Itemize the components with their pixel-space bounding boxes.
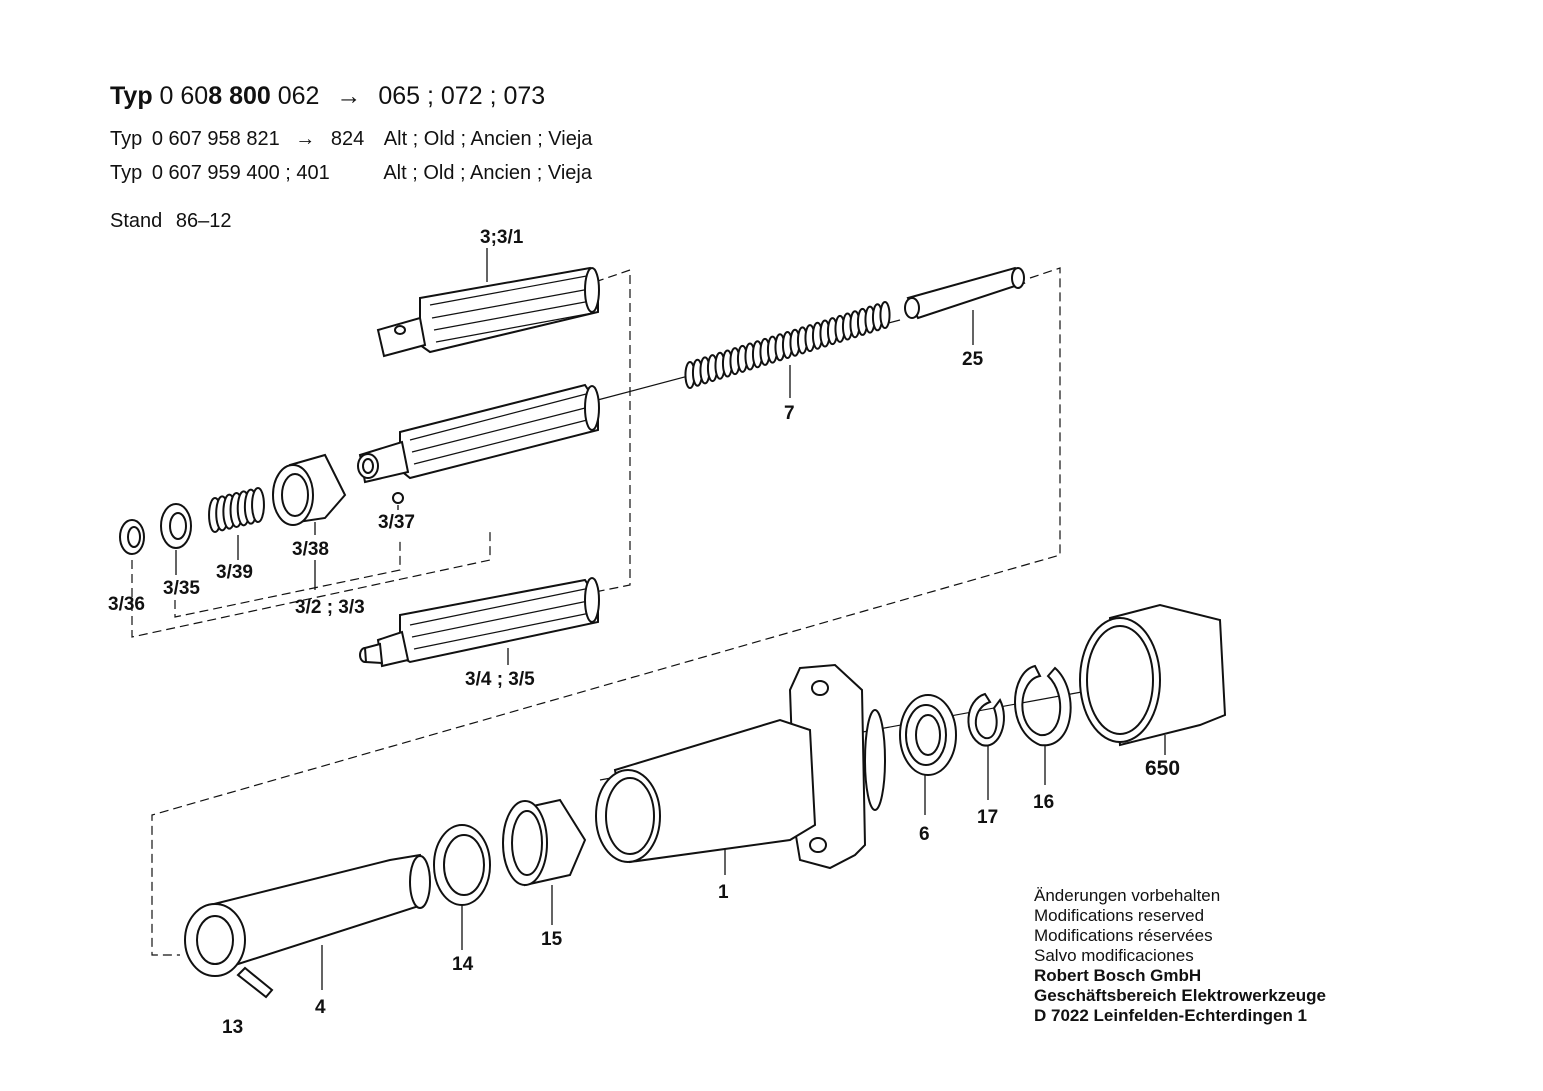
part-labels: 3;3/1 25 7 3/37 3/38 3/39 3/35 3/36 3/2 …	[108, 227, 1180, 1038]
notes-line-es: Salvo modificaciones	[1034, 946, 1194, 965]
spring-coil	[879, 301, 891, 329]
old1-note: Alt ; Old ; Ancien ; Vieja	[383, 128, 593, 150]
notes-line-en: Modifications reserved	[1034, 906, 1205, 925]
old1-suffix: 824	[330, 128, 365, 150]
type-number-c: 062	[277, 82, 320, 110]
old1-number: 0 607 958 821	[151, 128, 280, 150]
stand-line: Stand 86–12	[110, 210, 231, 233]
label-650: 650	[1145, 757, 1180, 780]
old1-arrow: →	[295, 128, 316, 150]
label-3-39: 3/39	[216, 562, 253, 583]
label-3-4-3-5: 3/4 ; 3/5	[465, 669, 535, 690]
pin-part-25	[904, 266, 1026, 320]
type-arrow: →	[336, 82, 362, 110]
label-3-3-1: 3;3/1	[480, 227, 524, 248]
pin-part-13	[236, 966, 274, 999]
needle-sleeve-part-15	[502, 798, 587, 887]
old2-note: Alt ; Old ; Ancien ; Vieja	[383, 162, 592, 184]
shaft-part-3-middle	[357, 383, 600, 484]
seal-part-14	[433, 824, 491, 906]
type-variants: 065 ; 072 ; 073	[378, 82, 546, 110]
old-type-line-1: Typ 0 607 958 821 → 824 Alt ; Old ; Anci…	[110, 128, 592, 151]
label-17: 17	[977, 807, 998, 828]
notes-block: Änderungen vorbehalten Modifications res…	[1034, 886, 1326, 1026]
spring-coil	[251, 487, 265, 523]
type-word: Typ	[110, 82, 153, 110]
shaft-part-3-3-1	[376, 266, 600, 358]
label-3-2-3-3: 3/2 ; 3/3	[295, 597, 365, 618]
old-type-line-2: Typ 0 607 959 400 ; 401 Alt ; Old ; Anci…	[110, 162, 592, 185]
washer-part-3-35	[160, 503, 192, 549]
type-heading: Typ 0 608 800 062 → 065 ; 072 ; 073	[110, 82, 545, 111]
label-4: 4	[315, 997, 326, 1018]
notes-line-fr: Modifications réservées	[1034, 926, 1213, 945]
label-1: 1	[718, 882, 729, 903]
sleeve-part-3-38	[272, 453, 347, 526]
sleeve-part-650	[1079, 603, 1227, 747]
stand-label: Stand	[110, 210, 163, 232]
old2-typ: Typ	[110, 162, 143, 184]
bearing-part-6	[899, 694, 957, 776]
label-3-38: 3/38	[292, 539, 329, 560]
circlip-part-16	[1014, 664, 1072, 747]
label-25: 25	[962, 349, 984, 370]
ball-part-3-37	[392, 492, 404, 504]
label-14: 14	[452, 954, 474, 975]
label-3-37: 3/37	[378, 512, 415, 533]
leader-lines	[175, 248, 1166, 990]
label-13: 13	[222, 1017, 243, 1038]
old1-typ: Typ	[110, 128, 143, 150]
type-number-a: 0 60	[159, 82, 209, 110]
type-number-b: 8 800	[208, 82, 271, 110]
label-16: 16	[1033, 792, 1054, 813]
label-7: 7	[784, 403, 795, 424]
old2-number: 0 607 959 400 ; 401	[151, 162, 330, 184]
spring-part-7	[684, 301, 891, 389]
label-3-36: 3/36	[108, 594, 145, 615]
ring-part-3-36	[119, 519, 145, 555]
circlip-part-17	[967, 692, 1005, 747]
company-address: D 7022 Leinfelden-Echterdingen 1	[1034, 1006, 1308, 1025]
housing-part-1	[595, 663, 886, 870]
label-15: 15	[541, 929, 563, 950]
label-6: 6	[919, 824, 930, 845]
shaft-part-3-4-3-5	[359, 577, 600, 668]
company-division: Geschäftsbereich Elektrowerkzeuge	[1034, 986, 1326, 1005]
notes-line-de: Änderungen vorbehalten	[1034, 886, 1221, 905]
stand-value: 86–12	[175, 210, 232, 232]
shaft-part-4	[184, 853, 431, 977]
spring-part-3-39	[208, 487, 265, 533]
label-3-35: 3/35	[163, 578, 200, 599]
company-name: Robert Bosch GmbH	[1034, 966, 1202, 985]
